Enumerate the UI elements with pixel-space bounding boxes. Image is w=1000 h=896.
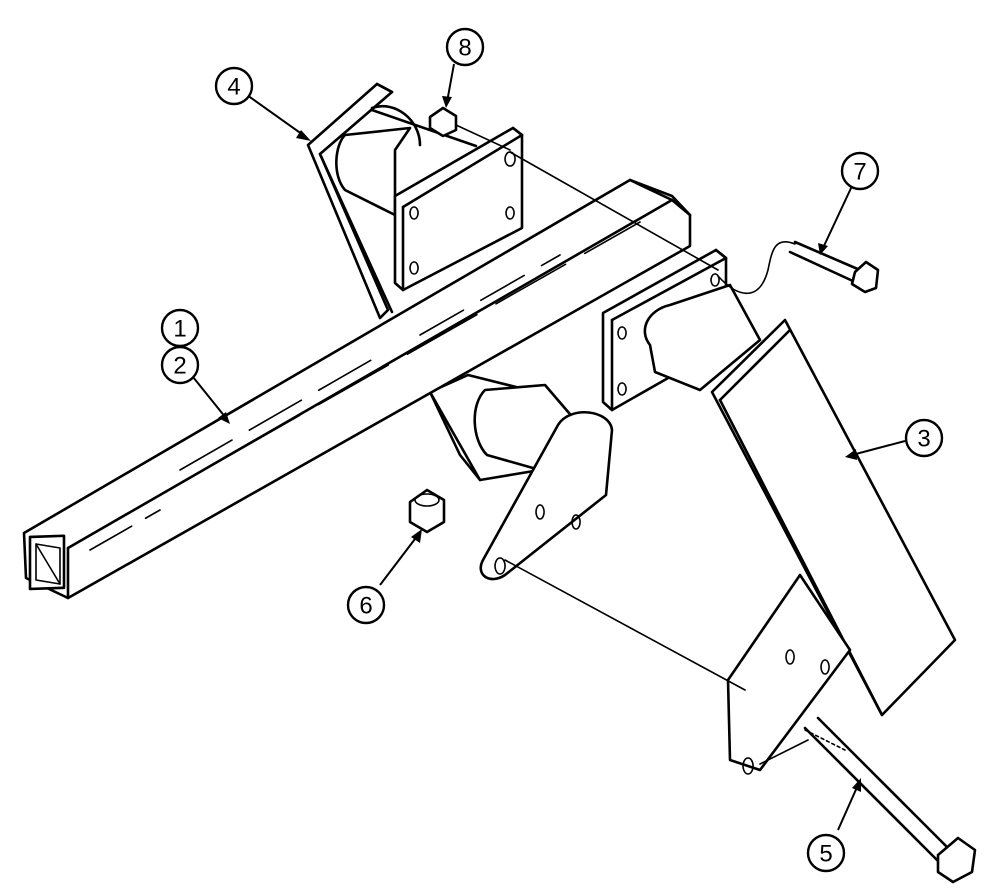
callout-leaders bbox=[192, 63, 906, 831]
callout-2-label: 2 bbox=[173, 353, 186, 380]
callout-1-label: 1 bbox=[173, 316, 186, 343]
callout-5: 5 bbox=[806, 833, 846, 873]
callout-8-label: 8 bbox=[458, 35, 471, 62]
assembly-lines bbox=[455, 124, 809, 765]
lock-nut bbox=[408, 488, 446, 534]
long-bolt bbox=[803, 716, 977, 884]
callout-3: 3 bbox=[904, 418, 944, 458]
callout-6-label: 6 bbox=[359, 593, 372, 620]
callout-2: 2 bbox=[160, 345, 200, 385]
callout-4: 4 bbox=[214, 66, 254, 106]
callout-4-label: 4 bbox=[227, 74, 240, 101]
callout-3-label: 3 bbox=[917, 426, 930, 453]
callout-6: 6 bbox=[346, 585, 386, 625]
left-lower-tab bbox=[473, 383, 614, 581]
callout-5-label: 5 bbox=[819, 841, 832, 868]
left-arm-bracket bbox=[306, 82, 524, 320]
short-bolt bbox=[788, 240, 880, 294]
square-tube-crossbar bbox=[22, 178, 692, 600]
right-arm-bracket bbox=[601, 248, 957, 775]
callout-1: 1 bbox=[160, 308, 200, 348]
lock-nut-small bbox=[428, 106, 458, 138]
callout-7: 7 bbox=[840, 151, 880, 191]
callout-8: 8 bbox=[445, 27, 485, 67]
callout-7-label: 7 bbox=[853, 159, 866, 186]
